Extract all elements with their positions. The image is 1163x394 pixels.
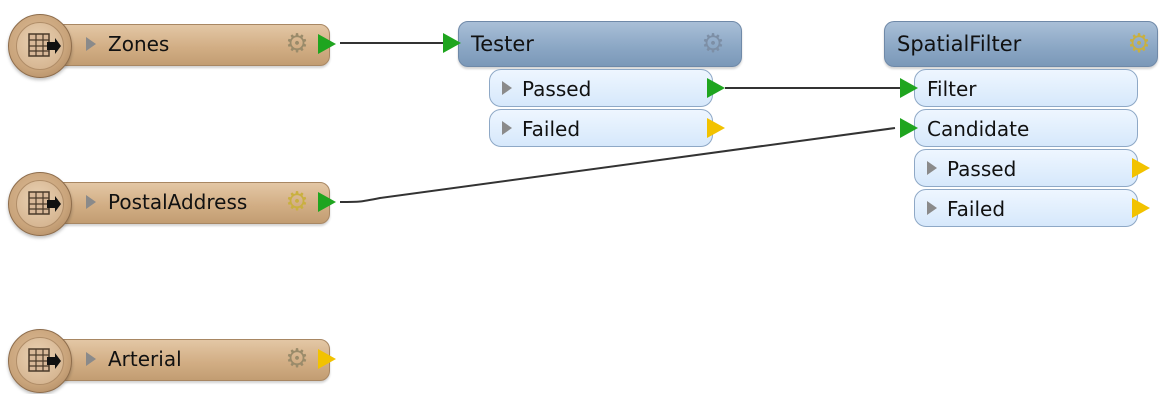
reader-name: Zones — [108, 32, 170, 56]
expand-triangle-icon[interactable] — [502, 81, 512, 95]
reader-arterial[interactable]: Arterial ⚙ — [6, 329, 346, 393]
expand-triangle-icon[interactable] — [502, 121, 512, 135]
port-label: Candidate — [927, 117, 1030, 141]
expand-triangle-icon[interactable] — [927, 201, 937, 215]
reader-name: Arterial — [108, 347, 182, 371]
candidate-input-port[interactable] — [900, 118, 918, 138]
port-label: Failed — [947, 197, 1006, 221]
spatialfilter-input-filter[interactable]: Filter — [914, 69, 1138, 107]
expand-triangle-icon[interactable] — [86, 37, 96, 51]
transformer-tester[interactable]: Tester ⚙ — [458, 21, 742, 67]
reader-zones[interactable]: Zones ⚙ — [6, 14, 346, 78]
reader-body — [36, 24, 330, 66]
tester-passed-port[interactable] — [707, 78, 725, 98]
port-label: Failed — [522, 117, 581, 141]
expand-triangle-icon[interactable] — [86, 195, 96, 209]
gear-icon[interactable]: ⚙ — [285, 29, 309, 59]
output-port[interactable] — [318, 349, 336, 369]
port-label: Passed — [522, 77, 592, 101]
table-reader-icon — [8, 329, 72, 393]
spatialfilter-passed-port[interactable] — [1132, 158, 1150, 178]
output-port[interactable] — [318, 192, 336, 212]
spatialfilter-failed-port[interactable] — [1132, 198, 1150, 218]
tester-output-passed[interactable]: Passed — [489, 69, 713, 107]
transformer-title: Tester — [471, 32, 534, 56]
expand-triangle-icon[interactable] — [86, 352, 96, 366]
transformer-title: SpatialFilter — [897, 32, 1022, 56]
port-label: Filter — [927, 77, 977, 101]
tester-failed-port[interactable] — [707, 118, 725, 138]
expand-triangle-icon[interactable] — [927, 161, 937, 175]
gear-icon[interactable]: ⚙ — [285, 344, 309, 374]
gear-icon[interactable]: ⚙ — [285, 187, 309, 217]
port-label: Passed — [947, 157, 1017, 181]
filter-input-port[interactable] — [900, 78, 918, 98]
reader-body — [36, 182, 330, 224]
table-reader-icon — [8, 14, 72, 78]
gear-icon[interactable]: ⚙ — [1127, 29, 1151, 59]
output-port[interactable] — [318, 34, 336, 54]
tester-input-port[interactable] — [443, 33, 461, 53]
spatialfilter-input-candidate[interactable]: Candidate — [914, 109, 1138, 147]
gear-icon[interactable]: ⚙ — [701, 29, 725, 59]
reader-body — [36, 339, 330, 381]
spatialfilter-output-failed[interactable]: Failed — [914, 189, 1138, 227]
reader-postaladdress[interactable]: PostalAddress ⚙ — [6, 172, 346, 236]
reader-name: PostalAddress — [108, 190, 248, 214]
tester-output-failed[interactable]: Failed — [489, 109, 713, 147]
table-reader-icon — [8, 172, 72, 236]
spatialfilter-output-passed[interactable]: Passed — [914, 149, 1138, 187]
transformer-spatialfilter[interactable]: SpatialFilter ⚙ — [884, 21, 1158, 67]
